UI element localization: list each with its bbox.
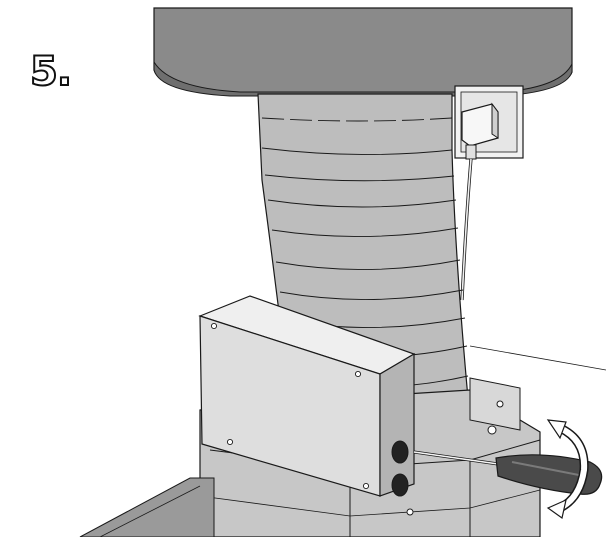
extractor-hood [153, 7, 573, 97]
rail [79, 477, 215, 538]
screwdriver-icon [413, 450, 603, 495]
plug-icon [460, 102, 499, 301]
control-box [198, 295, 416, 516]
rotation-arrow-icon [546, 419, 589, 520]
step-number: 5. [29, 49, 73, 95]
